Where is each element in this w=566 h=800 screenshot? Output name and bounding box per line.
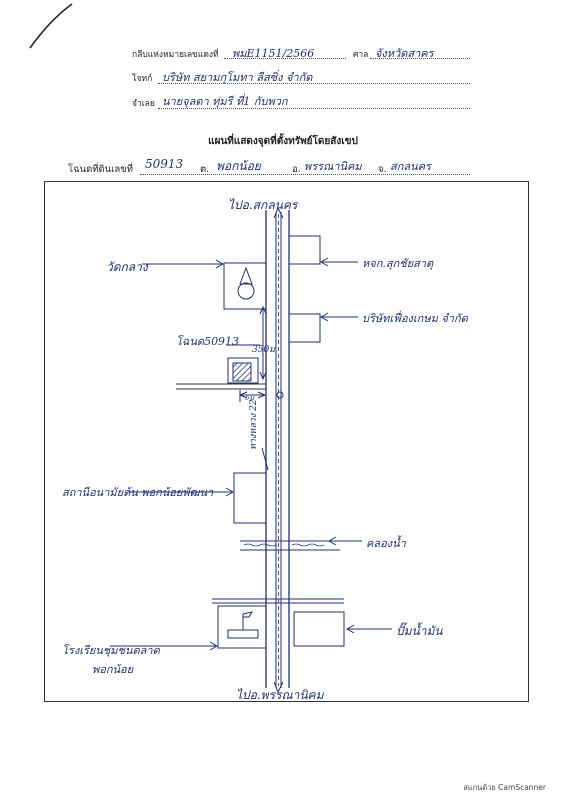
tambon-label: ต. xyxy=(200,164,210,175)
land-deed-value: 50913 xyxy=(145,157,184,171)
plaintiff-value: บริษัท สยามกุโมทา ลีสซิ่ง จำกัด xyxy=(162,71,313,84)
province-value: สกลนคร xyxy=(390,160,431,173)
land-deed-label: โฉนดที่ดินเลขที่ xyxy=(68,164,133,175)
scanner-watermark: สแกนด้วย CamScanner xyxy=(463,783,546,792)
road-bottom-label: ไปอ.พรรณานิคม xyxy=(236,688,324,702)
page-title: แผนที่แสดงจุดที่ตั้งทรัพย์โดยสังเขป xyxy=(208,136,358,147)
tambon-value: พอกน้อย xyxy=(216,159,261,173)
deed-value: พมE1151/2566 xyxy=(232,47,315,60)
deed-line xyxy=(224,58,346,59)
defendant-line xyxy=(158,108,470,109)
court-label: ศาล xyxy=(353,50,369,60)
canal xyxy=(240,536,362,551)
road-name-label: ทางหลวง 22 xyxy=(249,399,259,450)
health-center-label: สถานีอนามัยต้น พอกน้อยพัฒนา xyxy=(62,486,214,499)
land-line xyxy=(140,174,470,175)
corner-scratch xyxy=(29,3,73,49)
shop-label: หจก.สุกชัยสาตุ xyxy=(362,257,434,270)
defendant-value: นายจุลดา ทุ่มรี ที่1 กับพวก xyxy=(162,95,288,108)
plaintiff-label: โจทก์ xyxy=(132,74,153,84)
school-block xyxy=(110,598,392,651)
temple-label: วัดกลาง xyxy=(106,260,148,274)
road-top-label: ไปอ.สกลนคร xyxy=(228,198,298,212)
canal-label: คลองน้ำ xyxy=(366,537,406,550)
plaintiff-line xyxy=(158,83,470,84)
shop-building xyxy=(288,235,358,267)
land-plot xyxy=(176,305,284,402)
school-label-1: โรงเรียนชุมชนตลาด xyxy=(62,644,160,657)
health-center-building xyxy=(128,447,269,524)
court-value: จังหวัดสาคร xyxy=(375,47,434,60)
map-frame xyxy=(44,181,529,702)
distance-label: 350ม xyxy=(252,345,276,355)
school-label-2: พอกน้อย xyxy=(92,663,134,676)
deed-label: กลีบแห่งหมายเลขแดงที่ xyxy=(132,50,219,60)
company-label: บริษัทเฟื่องเกษม จำกัด xyxy=(362,312,468,325)
gas-station-label: ปั๊มน้ำมัน xyxy=(396,624,443,638)
company-building xyxy=(288,312,358,343)
defendant-label: จำเลย xyxy=(132,99,155,109)
amphoe-label: อ. xyxy=(292,164,301,175)
temple-building xyxy=(142,259,267,310)
amphoe-value: พรรณานิคม xyxy=(304,160,362,173)
province-label: จ. xyxy=(378,164,387,175)
court-line xyxy=(370,58,470,59)
plot-label: โฉนด50913 xyxy=(176,335,240,348)
small-distance-label: 5ม xyxy=(245,394,255,402)
